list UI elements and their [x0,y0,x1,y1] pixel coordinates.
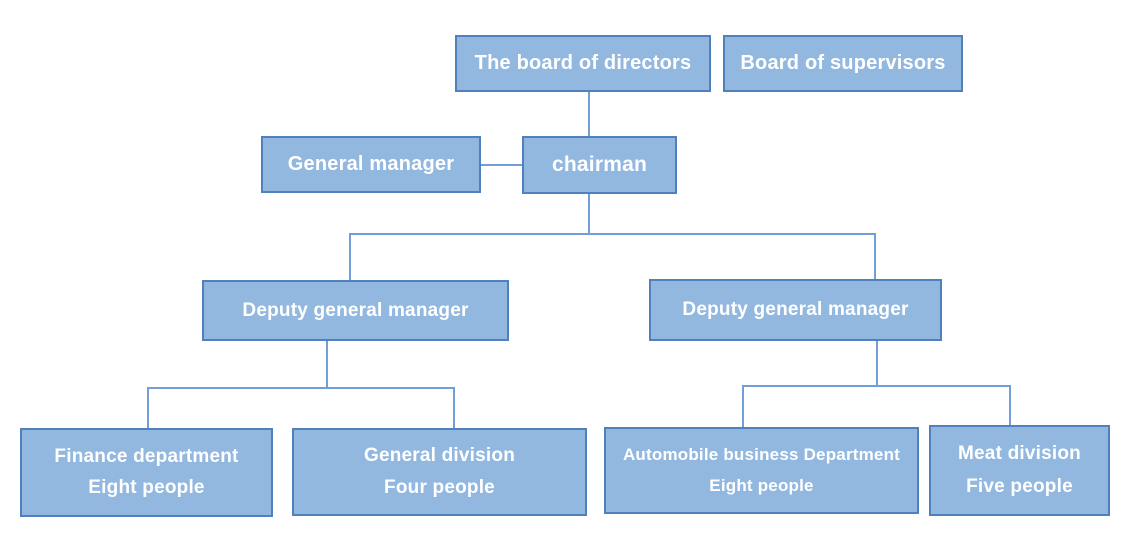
node-headcount: Eight people [88,477,205,499]
node-headcount: Four people [384,476,495,498]
node-label: Finance department [54,445,239,467]
connector-deputy-left-split [147,387,453,389]
node-label: chairman [552,153,647,176]
connector-deputy-left-down [326,341,328,387]
connector-deputy-right-down [876,341,878,385]
connector-drop-deputy-right [874,233,876,279]
node-board-of-directors: The board of directors [455,35,711,92]
node-headcount: Five people [966,475,1073,497]
node-label: General manager [287,153,455,175]
connector-chairman-split [349,233,875,235]
node-board-of-supervisors: Board of supervisors [723,35,963,92]
node-label: Automobile business Department [622,445,901,465]
node-label: Deputy general manager [242,299,469,321]
node-deputy-general-manager-left: Deputy general manager [202,280,509,341]
connector-general-manager-to-chairman [481,164,522,166]
node-general-division: General division Four people [292,428,587,516]
connector-drop-deputy-left [349,233,351,280]
node-automobile-business-department: Automobile business Department Eight peo… [604,427,919,514]
connector-drop-general-division [453,387,455,428]
connector-chairman-down [588,194,590,233]
node-general-manager: General manager [261,136,481,193]
node-label: Meat division [958,443,1081,465]
node-finance-department: Finance department Eight people [20,428,273,517]
connector-drop-meat [1009,385,1011,425]
connector-deputy-right-split [742,385,1009,387]
node-label: General division [363,445,516,467]
node-label: The board of directors [474,52,692,74]
node-label: Deputy general manager [682,299,909,320]
node-chairman: chairman [522,136,677,194]
node-headcount: Eight people [709,475,814,495]
connector-drop-automobile [742,385,744,427]
node-label: Board of supervisors [740,52,946,74]
connector-drop-finance [147,387,149,428]
node-meat-division: Meat division Five people [929,425,1110,516]
node-deputy-general-manager-right: Deputy general manager [649,279,942,341]
connector-directors-to-chairman [588,92,590,136]
